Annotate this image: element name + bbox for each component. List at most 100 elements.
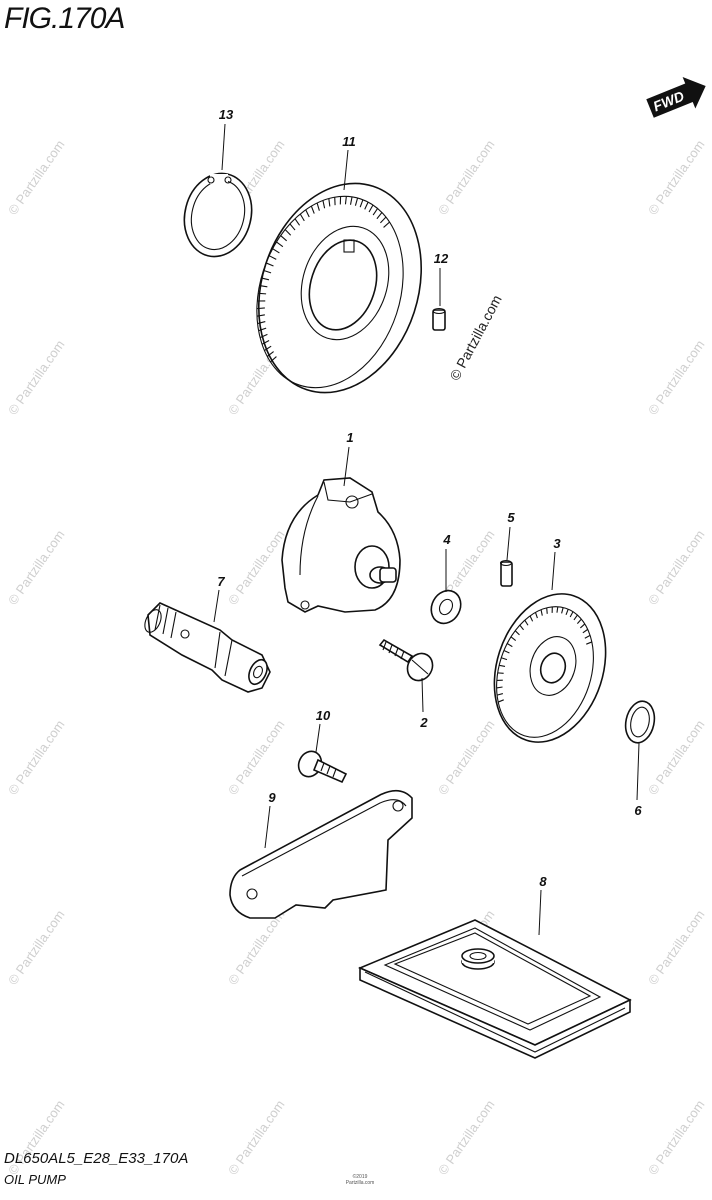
gear-tooth xyxy=(540,609,543,616)
gear-tooth xyxy=(316,202,320,211)
gear-tooth xyxy=(519,624,525,631)
gear-tooth xyxy=(565,609,569,616)
gear-tooth xyxy=(380,216,387,224)
fwd-arrow-icon: FWD xyxy=(646,76,706,118)
gear-tooth xyxy=(534,612,538,619)
center-watermark: © Partzilla.com xyxy=(446,292,504,383)
part-1-oil-pump-assembly[interactable] xyxy=(281,477,401,613)
gear-tooth xyxy=(272,248,280,254)
gear-tooth xyxy=(256,314,265,317)
part-10-bolt[interactable] xyxy=(295,748,348,784)
part-11-oil-pump-driven-gear[interactable] xyxy=(233,162,447,414)
gear-tooth xyxy=(506,643,513,648)
gear-tooth xyxy=(349,196,353,205)
figure-title: FIG.170A xyxy=(4,2,125,35)
gear-tooth xyxy=(263,269,272,274)
callout-3: 3 xyxy=(553,536,561,551)
gear-tooth xyxy=(256,307,265,310)
gear-tooth xyxy=(569,611,574,618)
watermark-text: © Partzilla.com xyxy=(645,907,708,987)
gear-tooth xyxy=(258,327,267,332)
callout-7: 7 xyxy=(217,574,225,589)
gear-tooth xyxy=(284,229,292,236)
callout-12: 12 xyxy=(434,251,449,266)
callout-9: 9 xyxy=(268,790,276,805)
small-print-line-1: ©2019 xyxy=(352,1174,368,1180)
gear-tooth xyxy=(294,218,301,226)
gear-tooth xyxy=(503,649,510,654)
gear-tooth xyxy=(258,292,267,295)
gear-tooth xyxy=(496,686,503,689)
gear-tooth xyxy=(280,235,288,242)
gear-tooth xyxy=(573,614,578,621)
gear-tooth xyxy=(310,205,315,214)
callout-8: 8 xyxy=(539,874,547,889)
watermark-text: © Partzilla.com xyxy=(435,717,498,797)
gear-tooth xyxy=(322,200,326,209)
part-3-oil-pump-drive-gear[interactable] xyxy=(476,579,624,756)
gear-tooth xyxy=(496,693,504,696)
callout-13: 13 xyxy=(219,107,234,122)
part-12-pin[interactable] xyxy=(432,307,446,331)
part-4-washer[interactable] xyxy=(426,585,467,628)
watermark-text: © Partzilla.com xyxy=(225,1097,288,1177)
part-6-circlip[interactable] xyxy=(622,699,658,746)
watermark-text: © Partzilla.com xyxy=(5,337,68,417)
gear-tooth xyxy=(266,351,274,357)
gear-tooth xyxy=(584,634,591,639)
gear-tooth xyxy=(586,641,593,645)
part-9-plate[interactable] xyxy=(229,789,413,919)
gear-tooth xyxy=(524,619,529,626)
callout-11: 11 xyxy=(342,134,356,149)
part-2-bolt[interactable] xyxy=(378,638,437,685)
gear-tooth xyxy=(501,657,508,661)
callout-5: 5 xyxy=(507,510,515,525)
leader-lines xyxy=(213,123,640,936)
gear-tooth xyxy=(270,356,277,363)
gear-tooth xyxy=(579,623,586,629)
part-7-fitting[interactable] xyxy=(142,602,271,693)
gear-tooth xyxy=(499,664,506,667)
part-8-oil-strainer[interactable] xyxy=(357,919,632,1059)
gear-tooth xyxy=(289,223,296,231)
gear-tooth xyxy=(265,262,274,267)
watermark-text: © Partzilla.com xyxy=(5,717,68,797)
model-code: DL650AL5_E28_E33_170A xyxy=(4,1150,189,1167)
gear-tooth xyxy=(276,241,284,248)
small-print: ©2019 Partzilla.com xyxy=(300,1174,420,1186)
gear-tooth xyxy=(259,333,268,339)
callout-6: 6 xyxy=(634,803,642,818)
callout-1: 1 xyxy=(346,430,353,445)
gear-tooth xyxy=(257,321,266,325)
gear-tooth xyxy=(514,630,520,636)
watermark-text: © Partzilla.com xyxy=(435,1097,498,1177)
gear-tooth xyxy=(344,196,347,205)
watermark-text: © Partzilla.com xyxy=(645,717,708,797)
gear-tooth xyxy=(328,198,331,207)
part-5-pin[interactable] xyxy=(499,559,513,587)
gear-tooth xyxy=(510,636,517,641)
gear-tooth xyxy=(368,204,374,213)
gear-tooth xyxy=(259,285,268,288)
watermark-text: © Partzilla.com xyxy=(225,907,288,987)
watermark-text: © Partzilla.com xyxy=(5,527,68,607)
gear-tooth xyxy=(383,221,390,228)
watermark-text: © Partzilla.com xyxy=(645,1097,708,1177)
callout-4: 4 xyxy=(442,532,451,547)
part-13-circlip[interactable] xyxy=(176,166,260,263)
gear-tooth xyxy=(546,607,548,614)
gear-tooth xyxy=(529,615,534,622)
watermark-text: © Partzilla.com xyxy=(435,137,498,217)
gear-tooth xyxy=(354,197,359,206)
gear-tooth xyxy=(364,201,369,210)
callout-10: 10 xyxy=(316,708,331,723)
gear-tooth xyxy=(576,618,582,624)
gear-tooth xyxy=(497,699,504,703)
gear-tooth xyxy=(376,212,383,220)
small-print-line-2: Partzilla.com xyxy=(345,1180,375,1186)
watermark-text: © Partzilla.com xyxy=(5,907,68,987)
gear-tooth xyxy=(299,213,305,222)
watermark-text: © Partzilla.com xyxy=(225,717,288,797)
